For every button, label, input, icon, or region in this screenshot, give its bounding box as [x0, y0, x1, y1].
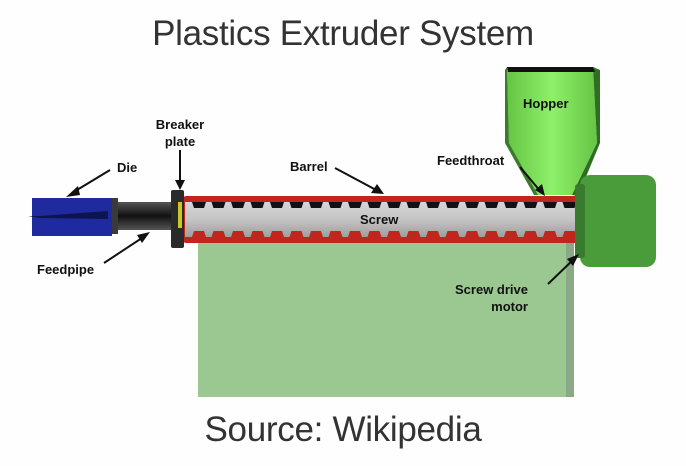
- label-die: Die: [117, 160, 137, 175]
- screw-flight-bottom: [328, 231, 343, 237]
- screw-flight-bottom: [484, 231, 499, 237]
- label-hopper: Hopper: [523, 96, 569, 111]
- screw-flight-top: [523, 202, 538, 208]
- screw-flight-bottom: [445, 231, 460, 237]
- screw-flight-top: [328, 202, 343, 208]
- screw-flight-top: [504, 202, 518, 208]
- screw-flight-bottom: [406, 231, 421, 237]
- screw-flight-bottom: [250, 231, 265, 237]
- screw-flight-top: [309, 202, 323, 208]
- label-breaker-plate-2: plate: [165, 134, 195, 149]
- screw-flight-bottom: [465, 231, 479, 237]
- screw-flight-top: [445, 202, 460, 208]
- screw-flight-bottom: [289, 231, 304, 237]
- feedpipe: [110, 198, 177, 234]
- screw-flight-bottom: [523, 231, 538, 237]
- screw-flight-top: [250, 202, 265, 208]
- screw-flight-top: [406, 202, 421, 208]
- screw-flight-top: [270, 202, 284, 208]
- source-caption: Source: Wikipedia: [204, 410, 482, 449]
- screw-flight-bottom: [426, 231, 440, 237]
- label-feedpipe: Feedpipe: [37, 262, 94, 277]
- screw-flight-top: [543, 202, 557, 208]
- screw-flight-top: [192, 202, 206, 208]
- label-barrel: Barrel: [290, 159, 328, 174]
- screw-flight-bottom: [309, 231, 323, 237]
- diagram-title: Plastics Extruder System: [152, 14, 534, 53]
- screw-flight-bottom: [387, 231, 401, 237]
- screw-flight-bottom: [231, 231, 245, 237]
- label-screw: Screw: [360, 212, 399, 227]
- screw-flight-bottom: [504, 231, 518, 237]
- label-breaker-plate-1: Breaker: [156, 117, 204, 132]
- screw-flight-bottom: [192, 231, 206, 237]
- breaker-plate: [171, 190, 184, 248]
- screw-flight-bottom: [348, 231, 362, 237]
- screw-flight-bottom: [270, 231, 284, 237]
- base-stand: [198, 240, 574, 397]
- screw-flight-bottom: [543, 231, 557, 237]
- screw-flight-top: [465, 202, 479, 208]
- label-feedthroat: Feedthroat: [437, 153, 505, 168]
- screw-flight-top: [348, 202, 362, 208]
- screw-flight-top: [426, 202, 440, 208]
- screw-flight-bottom: [562, 231, 577, 237]
- die: [28, 198, 112, 236]
- screw-flight-bottom: [367, 231, 382, 237]
- screw-flight-top: [484, 202, 499, 208]
- screw-flight-top: [367, 202, 382, 208]
- barrel: [183, 196, 580, 243]
- screw-drive-motor: [575, 175, 656, 267]
- arrow-heads: [66, 180, 579, 266]
- screw-flights: [192, 202, 577, 237]
- label-motor-2: motor: [491, 299, 528, 314]
- screw-flight-top: [211, 202, 226, 208]
- screw-flight-top: [289, 202, 304, 208]
- screw-flight-bottom: [211, 231, 226, 237]
- screw-flight-top: [231, 202, 245, 208]
- label-motor-1: Screw drive: [455, 282, 528, 297]
- screw-flight-top: [562, 202, 577, 208]
- screw-flight-top: [387, 202, 401, 208]
